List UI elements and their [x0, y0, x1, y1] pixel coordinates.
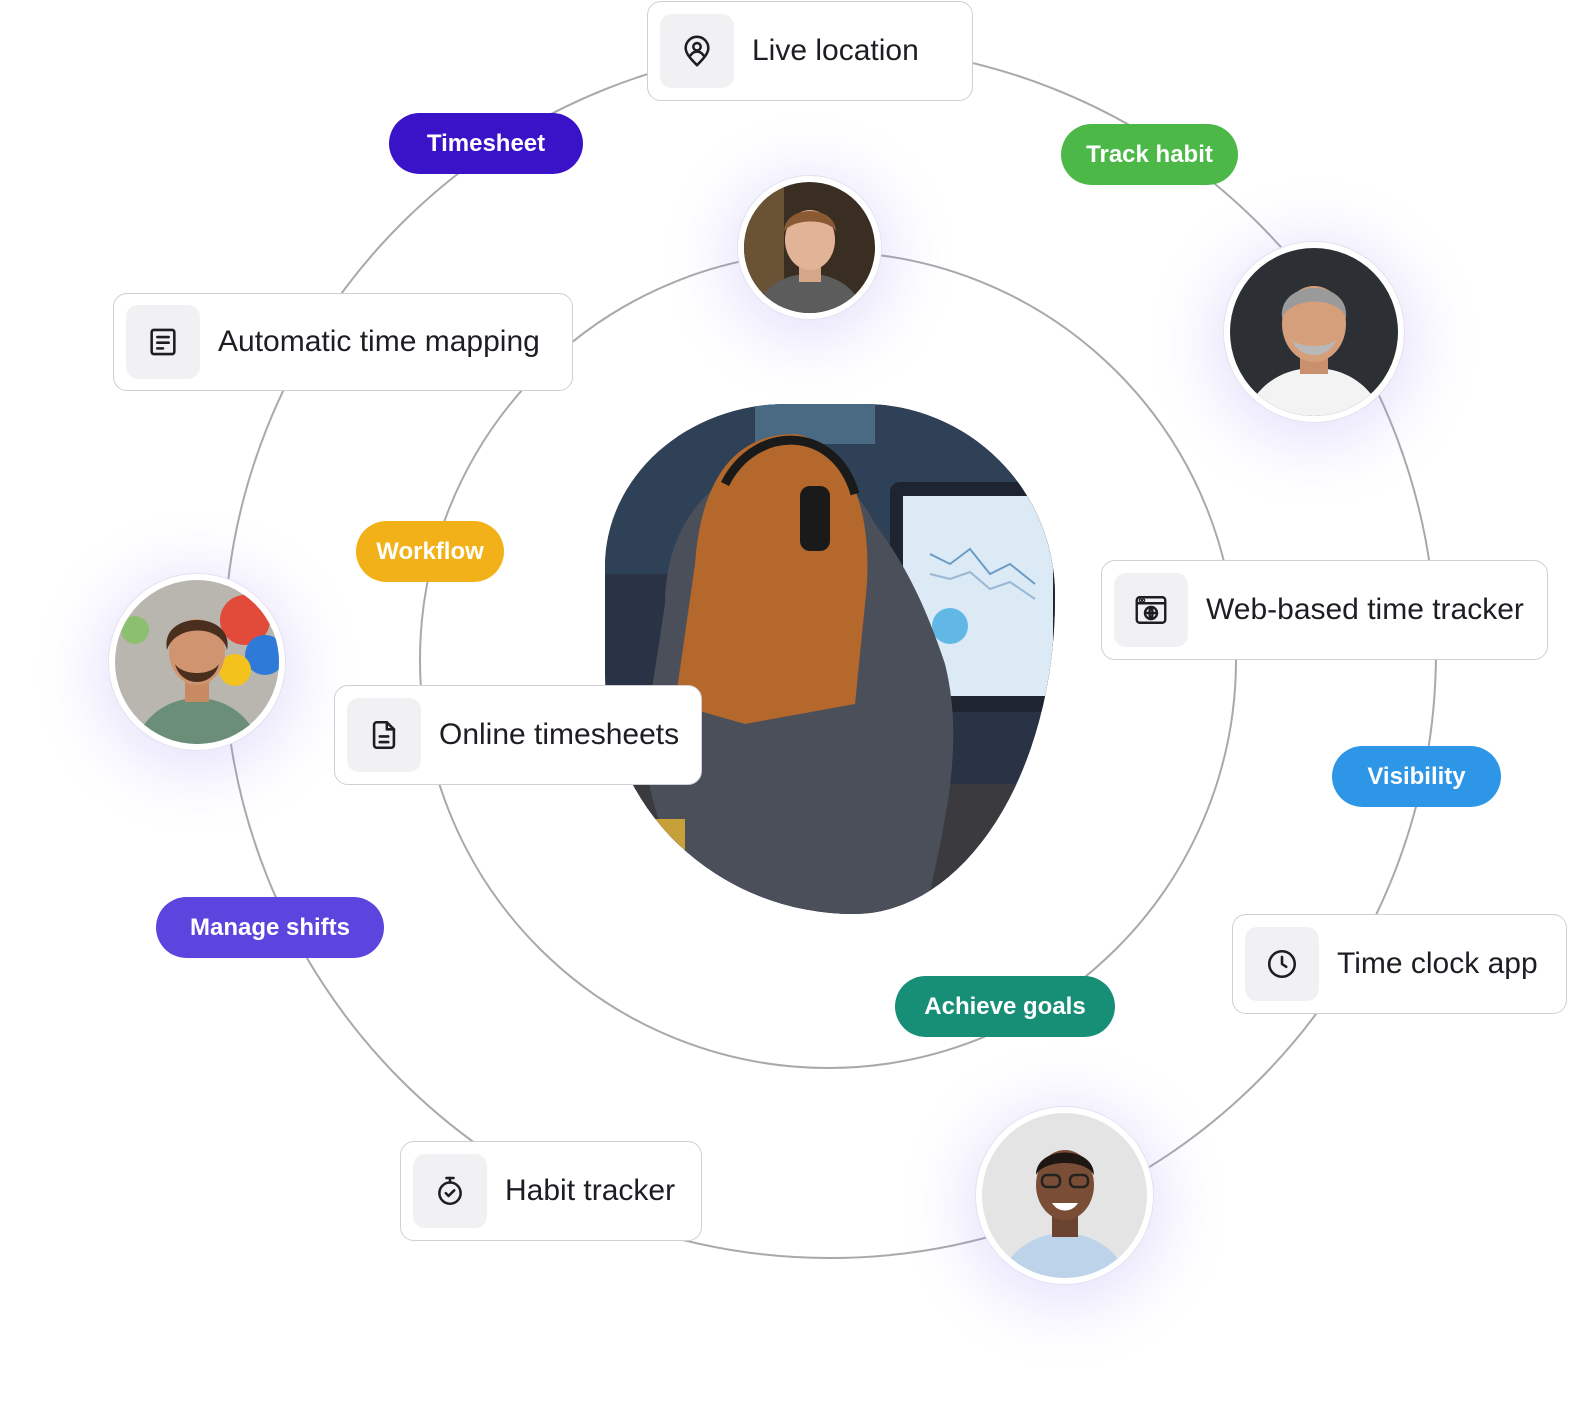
pill-timesheet: Timesheet [389, 113, 583, 174]
card-habit-tracker[interactable]: Habit tracker [400, 1141, 702, 1241]
card-time-clock-app[interactable]: Time clock app [1232, 914, 1567, 1014]
avatar-man-glasses [976, 1107, 1153, 1284]
card-automatic-time-mapping-label: Automatic time mapping [218, 325, 540, 358]
stopwatch-check-icon [413, 1154, 487, 1228]
avatar-man-top [738, 176, 881, 319]
browser-globe-icon [1114, 573, 1188, 647]
card-live-location[interactable]: Live location [647, 1, 973, 101]
file-text-icon [347, 698, 421, 772]
card-live-location-label: Live location [752, 34, 919, 67]
pill-achieve-goals: Achieve goals [895, 976, 1115, 1037]
card-habit-tracker-label: Habit tracker [505, 1174, 676, 1207]
avatar-gray-haired-man [1224, 242, 1404, 422]
avatar-smiling-man-plaid [109, 574, 285, 750]
location-pin-icon [660, 14, 734, 88]
pill-workflow: Workflow [356, 521, 504, 582]
pill-track-habit: Track habit [1061, 124, 1238, 185]
card-time-clock-app-label: Time clock app [1337, 947, 1538, 980]
card-web-based-time-tracker-label: Web-based time tracker [1206, 593, 1524, 626]
pill-manage-shifts: Manage shifts [156, 897, 384, 958]
card-automatic-time-mapping[interactable]: Automatic time mapping [113, 293, 573, 391]
clock-icon [1245, 927, 1319, 1001]
card-online-timesheets-label: Online timesheets [439, 718, 680, 751]
card-online-timesheets[interactable]: Online timesheets [334, 685, 702, 785]
document-lines-icon [126, 305, 200, 379]
card-web-based-time-tracker[interactable]: Web-based time tracker [1101, 560, 1548, 660]
pill-visibility: Visibility [1332, 746, 1501, 807]
